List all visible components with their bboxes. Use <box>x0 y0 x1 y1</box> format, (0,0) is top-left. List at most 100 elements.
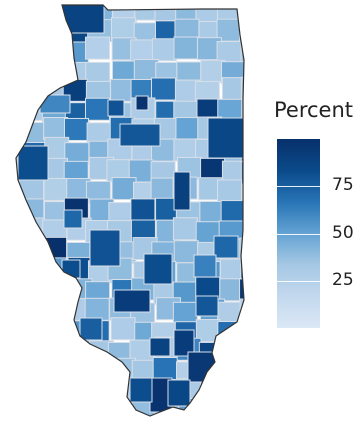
county-169 <box>22 277 48 301</box>
legend-tick-label-50: 50 <box>332 222 354 243</box>
county-263 <box>241 421 265 425</box>
county-35 <box>240 42 244 66</box>
county-239 <box>243 377 244 401</box>
county-95 <box>240 140 244 164</box>
county-249 <box>200 399 226 416</box>
county-157 <box>20 258 46 282</box>
county-203 <box>240 321 244 345</box>
county-140 <box>172 217 198 241</box>
county-47 <box>243 60 244 84</box>
county-143 <box>243 220 244 244</box>
county-25 <box>23 38 49 62</box>
county-184 <box>84 297 110 321</box>
county-190 <box>217 301 243 325</box>
county-227 <box>245 358 269 380</box>
county-170 <box>45 279 71 303</box>
county-217 <box>19 356 45 380</box>
county-131 <box>245 198 269 220</box>
county-28 <box>84 36 110 60</box>
county-13 <box>21 17 47 41</box>
county-272 <box>213 235 239 259</box>
county-71 <box>241 99 244 123</box>
county-105 <box>200 157 226 181</box>
county-254 <box>44 420 68 425</box>
legend-tick-label-75: 75 <box>332 175 354 196</box>
county-275 <box>173 329 195 357</box>
county-278 <box>129 377 153 403</box>
county-267 <box>119 123 161 147</box>
county-250 <box>220 399 244 416</box>
legend-tick-25 <box>277 280 320 282</box>
county-204 <box>16 342 25 366</box>
county-266 <box>207 117 244 159</box>
county-268 <box>17 145 49 181</box>
county-259 <box>154 421 178 425</box>
county-216 <box>16 362 22 386</box>
county-223 <box>152 357 178 381</box>
county-156 <box>16 256 26 280</box>
county-155 <box>239 237 244 261</box>
county-240 <box>16 401 23 416</box>
county-126 <box>130 198 156 222</box>
county-232 <box>85 377 111 401</box>
county-243 <box>63 399 89 416</box>
county-144 <box>16 240 26 264</box>
county-36 <box>16 58 24 82</box>
county-256 <box>88 419 112 425</box>
county-59 <box>240 76 244 100</box>
county-119 <box>242 180 244 204</box>
county-251 <box>241 399 244 416</box>
county-113 <box>111 177 137 201</box>
county-110 <box>43 177 69 201</box>
county-228 <box>16 380 22 404</box>
county-80 <box>175 117 201 141</box>
county-206 <box>46 336 72 360</box>
county-281 <box>63 209 83 229</box>
county-230 <box>43 381 69 405</box>
county-129 <box>199 201 225 225</box>
county-120 <box>16 200 27 224</box>
county-60 <box>16 96 27 120</box>
county-253 <box>20 418 44 425</box>
county-229 <box>23 379 49 403</box>
county-32 <box>173 36 199 60</box>
county-115 <box>150 177 176 201</box>
county-27 <box>63 41 89 65</box>
county-215 <box>245 340 269 362</box>
county-286 <box>149 337 171 357</box>
county-258 <box>132 422 156 425</box>
county-72 <box>16 117 23 141</box>
county-244 <box>85 397 111 416</box>
county-64 <box>85 97 111 121</box>
county-252 <box>0 417 22 425</box>
county-9 <box>195 5 221 25</box>
county-242 <box>45 398 71 416</box>
county-83 <box>245 122 269 144</box>
county-283 <box>195 295 219 317</box>
county-14 <box>44 20 70 44</box>
county-284 <box>39 94 71 114</box>
county-226 <box>217 356 243 380</box>
county-11 <box>241 5 244 21</box>
county-207 <box>66 336 92 360</box>
county-264 <box>61 5 105 34</box>
county-269 <box>173 171 191 211</box>
county-220 <box>90 362 116 386</box>
county-180 <box>16 299 25 323</box>
county-237 <box>200 381 226 405</box>
county-270 <box>89 229 121 267</box>
county-132 <box>16 217 24 241</box>
county-23 <box>239 22 244 46</box>
county-192 <box>16 316 28 340</box>
county-273 <box>113 289 151 313</box>
county-231 <box>62 381 88 405</box>
county-38 <box>40 60 66 84</box>
county-107 <box>240 161 244 185</box>
county-280 <box>107 99 125 117</box>
county-179 <box>239 278 244 302</box>
county-24 <box>16 39 26 63</box>
county-241 <box>22 396 48 416</box>
county-49 <box>22 77 48 101</box>
county-12 <box>16 20 27 44</box>
county-48 <box>16 82 25 106</box>
